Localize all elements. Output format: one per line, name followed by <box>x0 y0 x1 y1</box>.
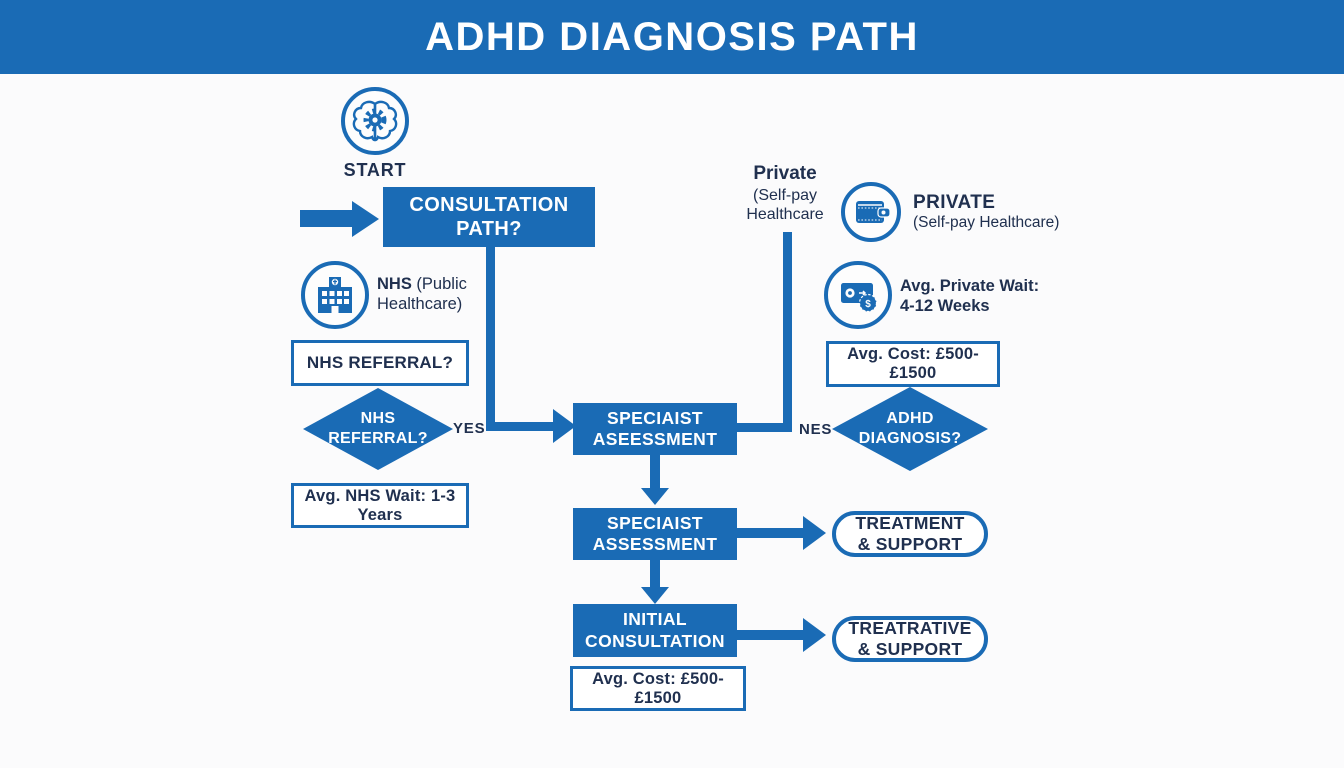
connector-down-2-arrowhead <box>641 587 669 604</box>
consultation-path-box: CONSULTATION PATH? <box>383 187 595 247</box>
header-bar: ADHD DIAGNOSIS PATH <box>0 0 1344 74</box>
start-arrow-head <box>352 201 379 237</box>
start-label: START <box>343 160 407 180</box>
connector-right-2-arrowhead <box>803 618 826 652</box>
yes-label: YES <box>453 420 486 437</box>
connector-consultation-arrowhead <box>553 409 576 443</box>
connector-consultation-elbow <box>486 422 556 431</box>
connector-consultation-down <box>486 247 495 431</box>
connector-down-1-arrowhead <box>641 488 669 505</box>
specialist-assessment-2-box: SPECIAIST ASSESSMENT <box>573 508 737 560</box>
connector-right-1 <box>737 528 804 538</box>
initial-consultation-box: INITIAL CONSULTATION <box>573 604 737 657</box>
money-icon: $ <box>824 261 892 329</box>
consultation-cost-box: Avg. Cost: £500-£1500 <box>570 666 746 711</box>
nhs-referral-box: NHS REFERRAL? <box>291 340 469 386</box>
private-top-label: Private (Self-pay Healthcare <box>746 163 824 223</box>
start-arrow-body <box>300 210 354 227</box>
hospital-icon <box>301 261 369 329</box>
private-label: PRIVATE (Self-pay Healthcare) <box>913 192 1060 232</box>
wallet-icon <box>841 182 901 242</box>
private-cost-box: Avg. Cost: £500-£1500 <box>826 341 1000 387</box>
connector-down-1 <box>650 455 660 489</box>
treatrative-support-pill: TREATRATIVE & SUPPORT <box>832 616 988 662</box>
connector-down-2 <box>650 560 660 588</box>
svg-text:$: $ <box>865 299 871 310</box>
page-title: ADHD DIAGNOSIS PATH <box>425 14 919 59</box>
nhs-label: NHS (Public Healthcare) <box>377 275 467 314</box>
connector-right-2 <box>737 630 804 640</box>
specialist-assessment-1-box: SPECIAIST ASEESSMENT <box>573 403 737 455</box>
brain-gear-icon <box>341 87 409 155</box>
nhs-referral-diamond: NHS REFERRAL? <box>303 388 453 470</box>
nes-label: NES <box>799 421 833 438</box>
connector-private-elbow <box>737 423 792 432</box>
connector-private-down <box>783 232 792 432</box>
adhd-diagnosis-diamond: ADHD DIAGNOSIS? <box>832 387 988 471</box>
connector-right-1-arrowhead <box>803 516 826 550</box>
treatment-support-pill: TREATMENT & SUPPORT <box>832 511 988 557</box>
nhs-wait-box: Avg. NHS Wait: 1-3 Years <box>291 483 469 528</box>
private-wait-label: Avg. Private Wait: 4-12 Weeks <box>900 277 1040 316</box>
